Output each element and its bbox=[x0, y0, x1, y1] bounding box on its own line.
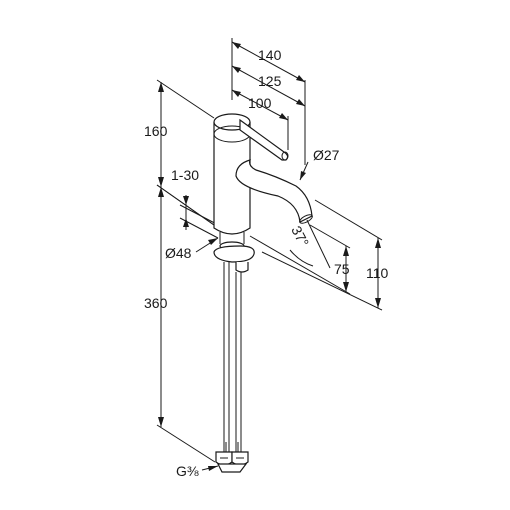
dimension-125: 125 bbox=[231, 62, 306, 140]
dimension-spout-angle: 37° bbox=[288, 219, 331, 269]
dim-label-125: 125 bbox=[258, 73, 282, 89]
dim-label-base-diameter: Ø48 bbox=[165, 245, 192, 261]
faucet-body bbox=[213, 113, 313, 473]
mounting-base bbox=[213, 232, 255, 273]
dimension-100: 100 bbox=[231, 86, 289, 150]
hose-fittings bbox=[215, 451, 249, 473]
dim-label-360: 360 bbox=[144, 295, 168, 311]
dim-label-110: 110 bbox=[366, 265, 389, 281]
supply-hoses bbox=[223, 262, 242, 452]
dim-label-75: 75 bbox=[334, 261, 350, 277]
dimension-360: 360 bbox=[144, 184, 216, 463]
dim-label-160-upper: 160 bbox=[144, 123, 168, 139]
dim-label-thread: G⅜ bbox=[176, 463, 199, 479]
dim-label-deck-thickness: 1-30 bbox=[171, 167, 199, 183]
dimension-140: 140 bbox=[231, 38, 306, 165]
dimension-spout-diameter: Ø27 bbox=[299, 147, 340, 181]
dim-label-spout-angle: 37° bbox=[288, 223, 312, 249]
dim-label-100: 100 bbox=[248, 95, 272, 111]
spout-outlet bbox=[299, 214, 313, 224]
dimension-160-upper: 160 bbox=[144, 79, 215, 226]
lever-handle bbox=[239, 118, 289, 161]
dim-label-140: 140 bbox=[258, 47, 282, 63]
thread-callout: G⅜ bbox=[176, 463, 219, 479]
dimension-75: 75 bbox=[249, 224, 351, 295]
spout bbox=[235, 159, 313, 224]
dim-label-spout-diameter: Ø27 bbox=[313, 147, 340, 163]
dimension-110: 110 bbox=[261, 199, 389, 311]
mounting-plate bbox=[213, 245, 255, 263]
dimension-base-diameter: Ø48 bbox=[165, 237, 219, 261]
